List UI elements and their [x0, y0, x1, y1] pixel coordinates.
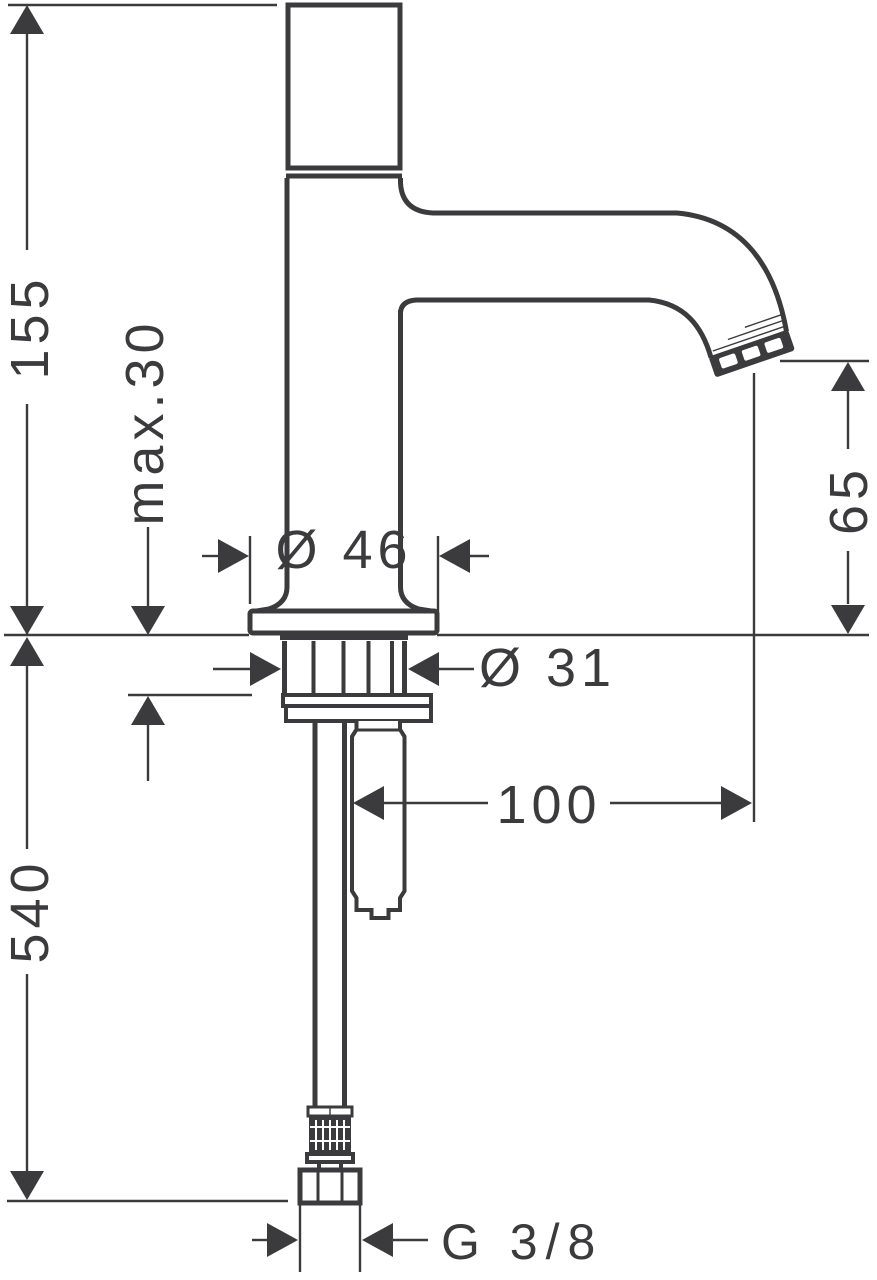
handle	[285, 2, 403, 171]
arrowhead-up	[10, 637, 44, 666]
dimension-outlet-height: 65	[780, 359, 877, 634]
aerator	[709, 314, 795, 377]
arrowhead-left	[408, 652, 439, 686]
arrowhead-up	[831, 362, 865, 391]
arrowhead-left	[362, 1223, 393, 1257]
hose-length-label: 540	[0, 858, 60, 963]
dimension-body-diameter: Ø 46	[202, 520, 489, 632]
flange-underside	[280, 633, 408, 640]
dimension-thread-size: G 3/8	[252, 1205, 603, 1272]
dimension-hose-length: 540	[0, 637, 288, 1203]
arrowhead-up	[131, 696, 165, 725]
supply-pipe	[312, 721, 347, 1107]
hose-band	[305, 1152, 355, 1164]
arrowhead-left	[353, 786, 384, 820]
spout-inner-edge	[398, 297, 714, 359]
arrowhead-up	[10, 5, 44, 34]
body-diameter-label: Ø 46	[275, 520, 412, 580]
faucet-outline	[247, 2, 795, 1206]
aerator-slot	[741, 345, 761, 361]
spout-shading-line	[744, 314, 782, 328]
dimension-shank-diameter: Ø 31	[213, 638, 616, 698]
outlet-height-label: 65	[819, 465, 877, 535]
shank-diameter-label: Ø 31	[479, 638, 616, 698]
mounting-washer	[281, 693, 433, 723]
aerator-slot	[719, 353, 738, 369]
spout-outer-edge	[398, 178, 789, 332]
arrowhead-down	[10, 1171, 44, 1200]
arrowhead-down	[10, 606, 44, 635]
thread-size-label: G 3/8	[441, 1214, 603, 1270]
max-deck-thickness-label: max.30	[115, 318, 175, 525]
dimension-max-deck-thickness: max.30	[115, 318, 252, 781]
overall-height-label: 155	[0, 274, 60, 379]
dimension-overall-height: 155	[0, 3, 277, 635]
arrowhead-left	[439, 539, 470, 573]
arrowhead-down	[831, 605, 865, 634]
cartridge-body	[350, 721, 407, 920]
washer-plate	[284, 704, 433, 723]
arrowhead-right	[218, 539, 249, 573]
threaded-shank	[282, 641, 407, 695]
hose-end	[297, 1105, 363, 1206]
aerator-slot	[764, 337, 784, 353]
connection-nut	[297, 1167, 363, 1206]
arrowhead-down	[131, 606, 165, 635]
arrowhead-right	[250, 652, 281, 686]
arrowhead-right	[721, 786, 752, 820]
dimension-spout-reach: 100	[353, 373, 756, 835]
spout-shading-line	[712, 325, 785, 352]
spout-shading-line	[727, 319, 783, 341]
base-flange	[247, 608, 440, 636]
spout-reach-label: 100	[496, 775, 601, 835]
arrowhead-right	[267, 1223, 298, 1257]
